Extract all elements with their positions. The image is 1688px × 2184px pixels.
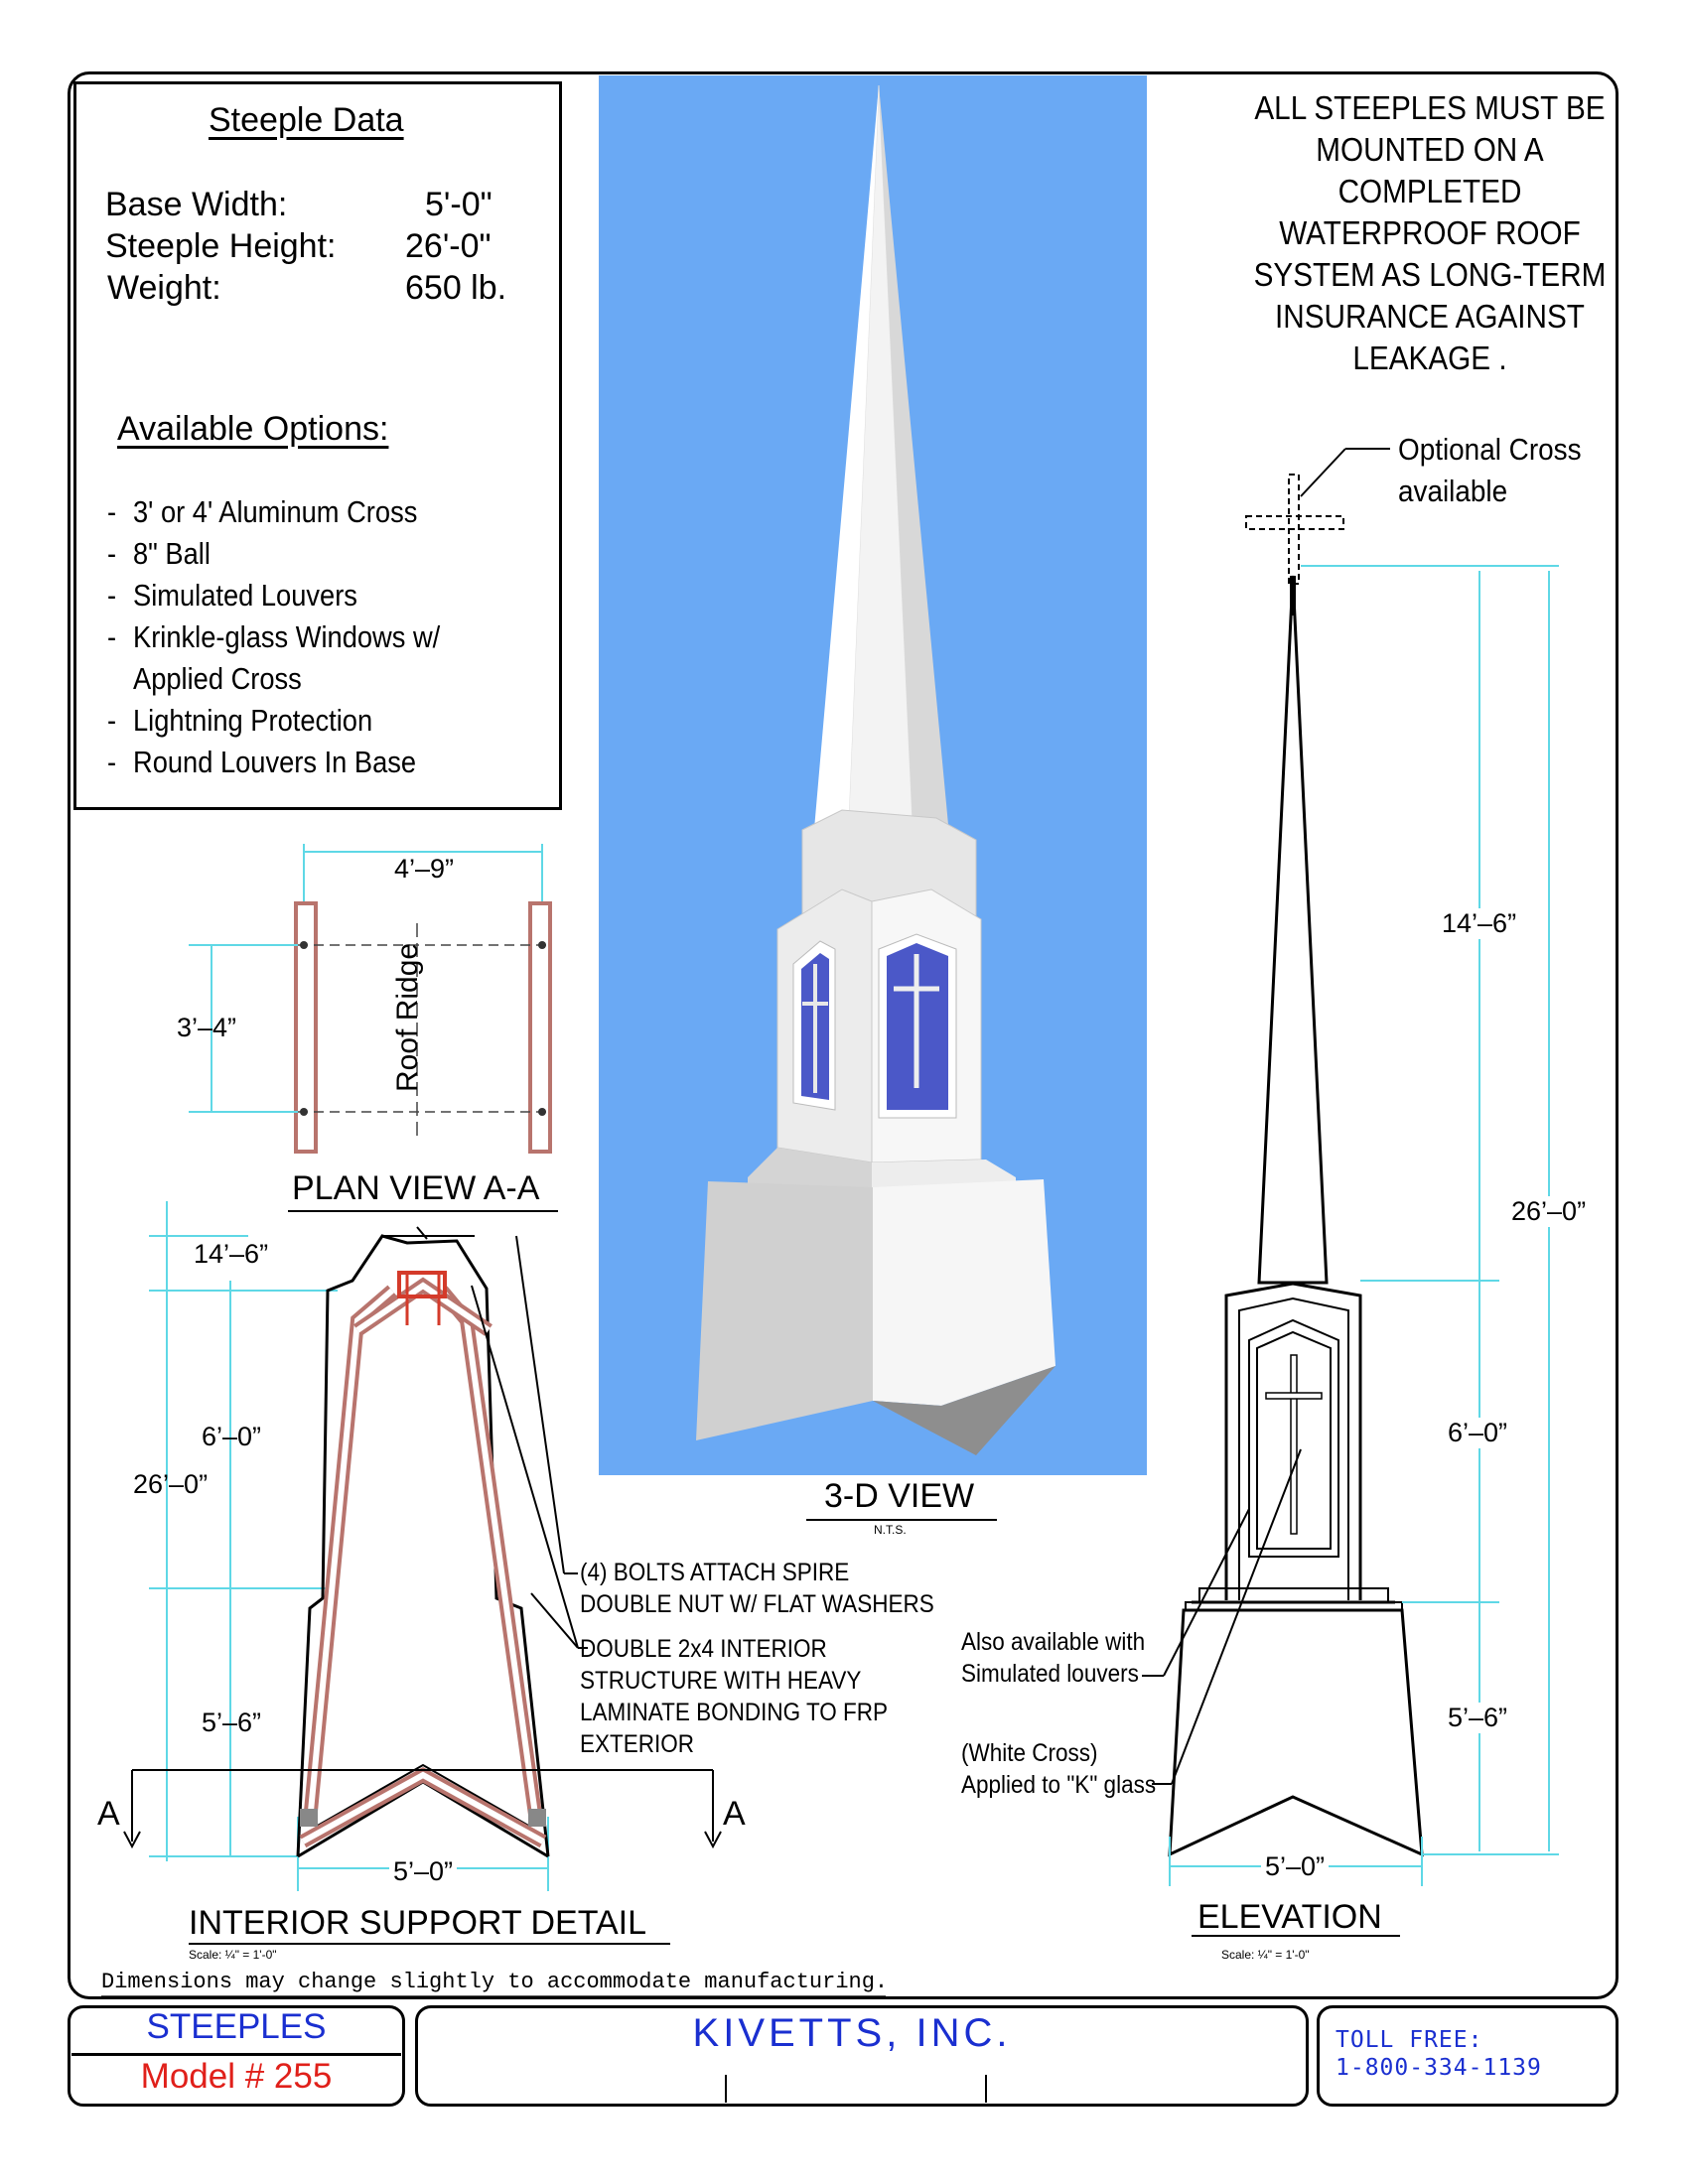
- weight-label: Weight:: [107, 269, 221, 307]
- footer-company-box: [415, 2005, 1309, 2107]
- option-dash: -: [107, 703, 117, 738]
- glass-note-line: (White Cross): [961, 1739, 1098, 1767]
- footer-tick: [985, 2075, 987, 2103]
- three-d-view-panel: [599, 75, 1147, 1475]
- three-d-title-underline: [806, 1519, 997, 1521]
- footer-toll-label: TOLL FREE:: [1336, 2027, 1483, 2053]
- three-d-steeple-drawing: [696, 84, 1055, 1455]
- warning-line: MOUNTED ON A: [1316, 131, 1544, 168]
- interior-dim-mid: 6’–0”: [202, 1422, 262, 1451]
- disclaimer-underline: [101, 1995, 886, 1996]
- footer-model-divider: [71, 2053, 401, 2056]
- roof-ridge-label: Roof Ridge: [391, 942, 424, 1092]
- option-dash: -: [107, 494, 117, 529]
- steeple-data-box: [73, 81, 562, 810]
- elevation-dim-top: 14’–6”: [1442, 908, 1517, 939]
- plan-width-dim: 4’–9”: [390, 854, 459, 885]
- weight-value: 650 lb.: [405, 269, 507, 307]
- option-windows-cont: Applied Cross: [133, 661, 302, 696]
- footer-model: Model # 255: [140, 2057, 333, 2096]
- elevation-scale: Scale: ¼" = 1'-0": [1221, 1948, 1310, 1962]
- elevation-dim-mid: 6’–0”: [1448, 1418, 1508, 1448]
- interior-title: INTERIOR SUPPORT DETAIL: [189, 1904, 646, 1942]
- interior-scale: Scale: ¼" = 1'-0": [189, 1948, 277, 1962]
- plan-view-title: PLAN VIEW A-A: [292, 1169, 540, 1207]
- warning-line: ALL STEEPLES MUST BE: [1254, 89, 1606, 126]
- option-dash: -: [107, 619, 117, 654]
- section-mark-right: A: [723, 1795, 746, 1833]
- option-round-louvers: Round Louvers In Base: [133, 745, 417, 779]
- optional-cross-note: Optional Cross available: [1398, 429, 1582, 512]
- elevation-dim-width: 5’–0”: [1261, 1851, 1330, 1882]
- louver-note: Also available with Simulated louvers: [961, 1626, 1145, 1690]
- steeple-data-title: Steeple Data: [209, 101, 404, 139]
- structure-callout-line: LAMINATE BONDING TO FRP: [580, 1699, 889, 1726]
- bolts-callout: (4) BOLTS ATTACH SPIRE DOUBLE NUT W/ FLA…: [580, 1557, 934, 1620]
- glass-note: (White Cross) Applied to "K" glass: [961, 1737, 1156, 1801]
- footer-category: STEEPLES: [146, 2007, 327, 2046]
- steeple-height-value: 26'-0": [405, 227, 492, 265]
- footer-phone[interactable]: 1-800-334-1139: [1336, 2055, 1542, 2081]
- plan-depth-dim: 3’–4”: [177, 1013, 237, 1042]
- section-mark-left: A: [97, 1795, 120, 1833]
- interior-dim-total: 26’–0”: [133, 1469, 209, 1499]
- optional-cross-line: Optional Cross: [1398, 432, 1582, 467]
- warning-line: INSURANCE AGAINST: [1275, 298, 1585, 335]
- interior-dim-base: 5’–6”: [202, 1707, 262, 1737]
- structure-callout-line: STRUCTURE WITH HEAVY: [580, 1667, 862, 1695]
- interior-support-drawing: [123, 1201, 722, 1891]
- option-dash: -: [107, 745, 117, 779]
- option-lightning: Lightning Protection: [133, 703, 373, 738]
- base-width-value: 5'-0": [425, 186, 492, 223]
- footer-phone-box: [1317, 2005, 1618, 2107]
- three-d-scale: N.T.S.: [874, 1523, 907, 1537]
- warning-line: COMPLETED: [1337, 173, 1522, 209]
- three-d-view-title: 3-D VIEW: [824, 1477, 975, 1515]
- bolts-callout-line: (4) BOLTS ATTACH SPIRE: [580, 1559, 850, 1586]
- interior-dim-top: 14’–6”: [194, 1239, 269, 1269]
- elevation-dim-base: 5’–6”: [1448, 1703, 1508, 1733]
- option-ball: 8" Ball: [133, 536, 211, 571]
- base-width-label: Base Width:: [105, 186, 288, 223]
- optional-cross-line: available: [1398, 474, 1508, 508]
- louver-note-line: Simulated louvers: [961, 1660, 1139, 1688]
- footer-tick: [725, 2075, 727, 2103]
- drawing-frame: [68, 71, 1618, 1999]
- option-louvers: Simulated Louvers: [133, 578, 357, 613]
- louver-note-line: Also available with: [961, 1628, 1146, 1656]
- steeple-height-label: Steeple Height:: [105, 227, 337, 265]
- warning-line: LEAKAGE .: [1352, 340, 1507, 376]
- option-dash: -: [107, 536, 117, 571]
- option-windows: Krinkle-glass Windows w/: [133, 619, 441, 654]
- structure-callout: DOUBLE 2x4 INTERIOR STRUCTURE WITH HEAVY…: [580, 1633, 888, 1760]
- footer-model-box: [68, 2005, 405, 2107]
- plan-view-drawing: [189, 844, 552, 1154]
- structure-callout-line: EXTERIOR: [580, 1730, 695, 1758]
- elevation-title: ELEVATION: [1197, 1898, 1382, 1936]
- warning-line: WATERPROOF ROOF: [1279, 214, 1581, 251]
- options-title: Available Options:: [117, 410, 389, 448]
- option-cross: 3' or 4' Aluminum Cross: [133, 494, 418, 529]
- glass-note-line: Applied to "K" glass: [961, 1771, 1157, 1799]
- bolts-callout-line: DOUBLE NUT W/ FLAT WASHERS: [580, 1590, 934, 1618]
- disclaimer: Dimensions may change slightly to accomm…: [101, 1970, 889, 1994]
- warning-note: ALL STEEPLES MUST BE MOUNTED ON A COMPLE…: [1231, 87, 1628, 379]
- structure-callout-line: DOUBLE 2x4 INTERIOR: [580, 1635, 827, 1663]
- footer-company: KIVETTS, INC.: [692, 2011, 1012, 2055]
- option-dash: -: [107, 578, 117, 613]
- warning-line: SYSTEM AS LONG-TERM: [1253, 256, 1607, 293]
- interior-dim-width: 5’–0”: [389, 1856, 458, 1887]
- elevation-dim-total: 26’–0”: [1511, 1196, 1587, 1227]
